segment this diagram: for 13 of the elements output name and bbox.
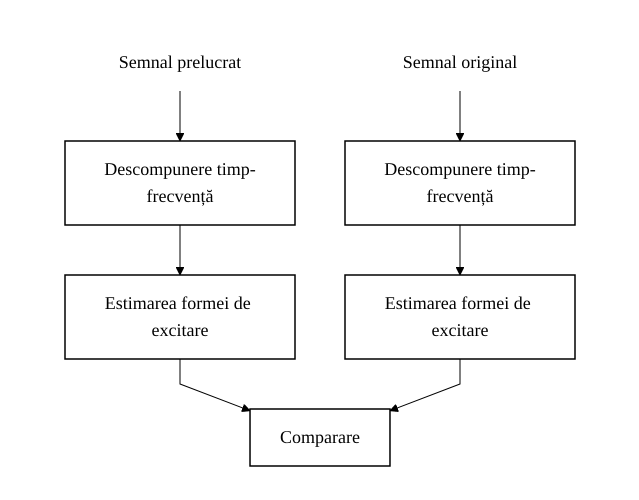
arrow	[455, 90, 464, 142]
arrow	[389, 358, 460, 412]
arrow	[175, 224, 184, 276]
node-box: Descompunere timp-frecvență	[344, 140, 576, 226]
node-box: Estimarea formei de excitare	[344, 274, 576, 360]
node-box: Descompunere timp-frecvență	[64, 140, 296, 226]
node-text: Semnal original	[402, 52, 517, 72]
node-box: Comparare	[248, 408, 390, 467]
arrow	[455, 224, 464, 276]
arrow	[175, 90, 184, 142]
arrow	[179, 358, 250, 412]
node-text: Semnal prelucrat	[118, 52, 241, 72]
node-box: Estimarea formei de excitare	[64, 274, 296, 360]
